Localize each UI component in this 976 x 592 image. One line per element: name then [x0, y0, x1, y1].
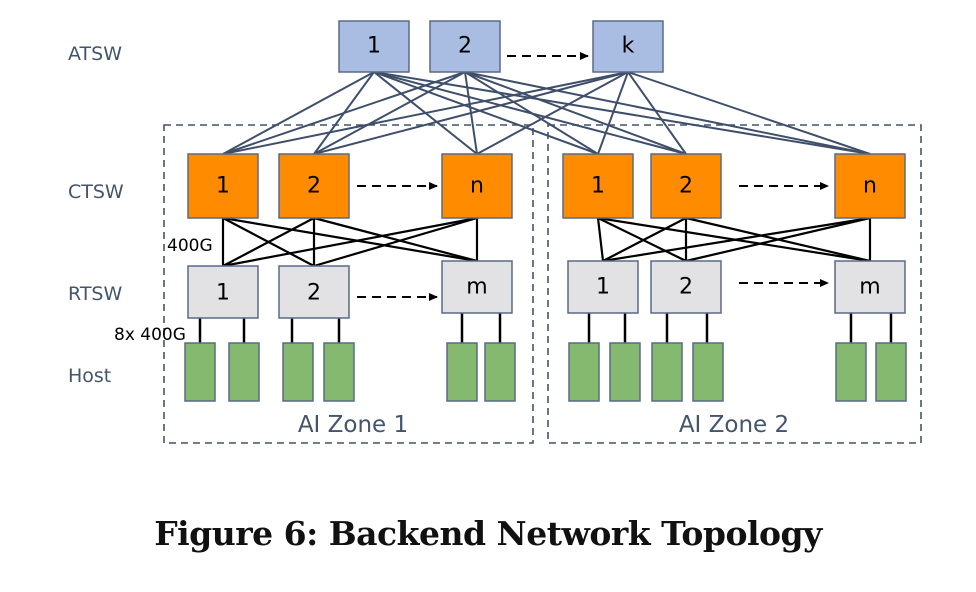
atsw-ctsw-link: [222, 71, 466, 155]
rtsw-box: [834, 260, 906, 314]
zone-2-ctsw-switch: n: [834, 153, 906, 219]
rtsw-label: 2: [307, 281, 321, 306]
ctsw-box: [278, 153, 350, 219]
zone-2-rtsw-switch: 1: [567, 260, 639, 314]
atsw-ctsw-link: [627, 71, 871, 155]
tier-label-atsw: ATSW: [68, 43, 122, 65]
rtsw-box: [278, 265, 350, 319]
atsw-ctsw-link: [627, 71, 687, 155]
zone-2-rtsw-switch: 2: [650, 260, 722, 314]
annotation-bg: [166, 233, 220, 255]
atsw-box: [429, 20, 501, 73]
link-speed-8x400g: 8x 400G: [114, 325, 186, 345]
ctsw-rtsw-link: [313, 216, 478, 268]
host-box: [446, 342, 478, 402]
ctsw-label: n: [470, 174, 484, 199]
rtsw-label: 2: [679, 275, 693, 300]
host-box: [282, 342, 314, 402]
atsw-ctsw-link: [222, 71, 629, 155]
ctsw-box: [834, 153, 906, 219]
zone-2-boundary: [547, 124, 922, 444]
zone-2-ctsw-switch: 1: [562, 153, 634, 219]
atsw-ctsw-link: [464, 71, 599, 155]
ctsw-rtsw-link: [313, 216, 478, 263]
zone-1-rtsw-switch: m: [441, 260, 513, 314]
atsw-label: 2: [458, 34, 472, 59]
zone-1-label: AI Zone 1: [298, 412, 408, 438]
zone-1-rtsw-switch: 1: [187, 265, 259, 319]
host-box: [484, 342, 516, 402]
ctsw-label: 1: [591, 174, 605, 199]
atsw-box: [338, 20, 410, 73]
link-speed-400g: 400G: [167, 236, 213, 256]
atsw-label: 1: [367, 34, 381, 59]
zone-2-label: AI Zone 2: [679, 412, 789, 438]
rtsw-label: 1: [596, 275, 610, 300]
atsw-box: [592, 20, 664, 73]
zone-1-boundary: [163, 124, 534, 444]
atsw-ctsw-link: [464, 71, 687, 155]
ctsw-rtsw-link: [596, 217, 605, 262]
zone-2-rtsw-switch: m: [834, 260, 906, 314]
ctsw-box: [187, 153, 259, 219]
rtsw-box: [650, 260, 722, 314]
tier-label-ctsw: CTSW: [68, 181, 124, 203]
host-box: [184, 342, 216, 402]
hosts: [184, 342, 907, 402]
host-box: [228, 342, 260, 402]
ctsw-rtsw-link: [222, 216, 478, 268]
rtsw-box: [567, 260, 639, 314]
ctsw-rtsw-link: [602, 217, 687, 262]
ctsw-box: [562, 153, 634, 219]
tier-label-host: Host: [68, 365, 111, 387]
atsw-ctsw-link: [313, 71, 466, 155]
rtsw-host-links: [198, 313, 893, 343]
atsw-switch: 2: [429, 20, 501, 73]
atsw-switch: k: [592, 20, 664, 73]
ctsw-box: [441, 153, 513, 219]
zone-2-ctsw-switch: 2: [650, 153, 722, 219]
atsw-ctsw-link: [597, 71, 629, 155]
ctsw-label: n: [863, 174, 877, 199]
atsw-ctsw-links: [222, 71, 871, 155]
rtsw-label: m: [466, 275, 487, 300]
atsw-ctsw-link: [222, 71, 375, 155]
rtsw-label: m: [859, 275, 880, 300]
atsw-ctsw-link: [464, 71, 871, 155]
atsw-ctsw-link: [373, 71, 599, 155]
ctsw-label: 2: [679, 174, 693, 199]
ctsw-label: 1: [216, 174, 230, 199]
ctsw-rtsw-link: [685, 216, 871, 263]
figure-caption: Figure 6: Backend Network Topology: [154, 514, 822, 553]
ctsw-label: 2: [307, 174, 321, 199]
atsw-ctsw-link: [313, 71, 629, 155]
zone-1-rtsw-switch: 2: [278, 265, 350, 319]
ctsw-rtsw-link: [222, 216, 478, 263]
ctsw-rtsw-links: [221, 216, 872, 268]
atsw-label: k: [622, 34, 635, 59]
zone-1-ctsw-switch: 1: [187, 153, 259, 219]
host-box: [568, 342, 600, 402]
ctsw-rtsw-link: [222, 217, 315, 267]
rtsw-box: [441, 260, 513, 314]
host-box: [692, 342, 724, 402]
host-box: [651, 342, 683, 402]
host-box: [323, 342, 355, 402]
host-box: [835, 342, 867, 402]
atsw-ctsw-link: [373, 71, 871, 155]
zone-1-ctsw-switch: 2: [278, 153, 350, 219]
ctsw-box: [650, 153, 722, 219]
atsw-ctsw-link: [476, 71, 629, 155]
atsw-switch: 1: [338, 20, 410, 73]
ctsw-rtsw-link: [602, 216, 871, 263]
ellipsis-arrows: [357, 52, 829, 301]
zone-1-ctsw-switch: n: [441, 153, 513, 219]
ctsw-rtsw-link: [597, 217, 687, 262]
rtsw-label: 1: [216, 281, 230, 306]
rtsw-box: [187, 265, 259, 319]
tier-label-rtsw: RTSW: [68, 283, 122, 305]
host-box: [875, 342, 907, 402]
host-box: [609, 342, 641, 402]
